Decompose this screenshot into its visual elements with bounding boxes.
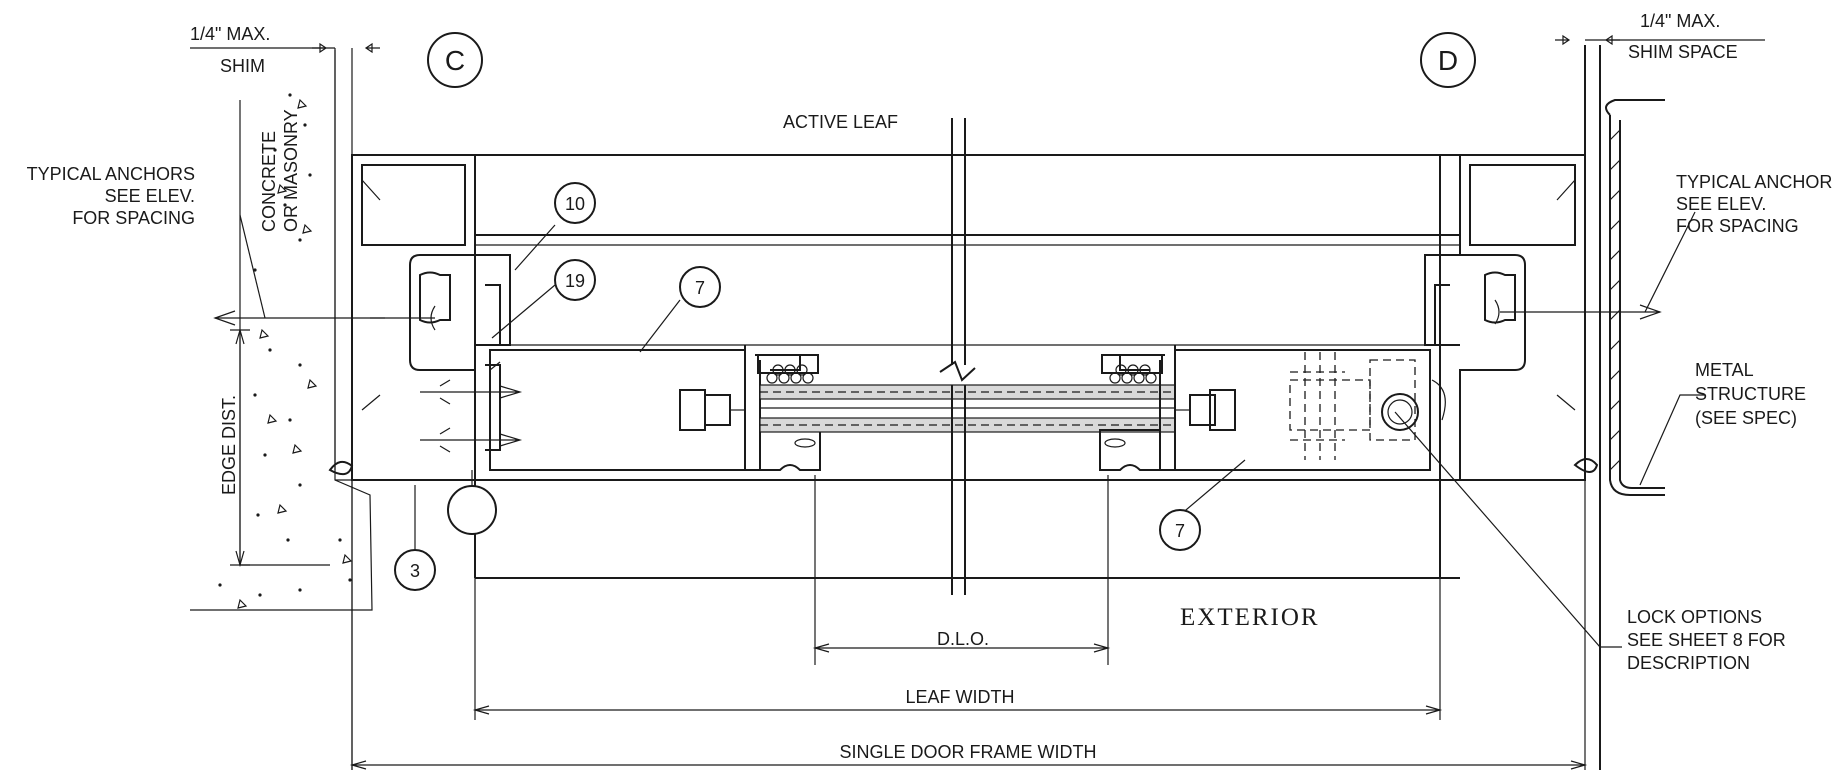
metal-structure-line3: (SEE SPEC)	[1695, 408, 1797, 428]
svg-text:10: 10	[565, 194, 585, 214]
metal-structure	[1584, 45, 1665, 770]
callout-7-bottom: 7	[1159, 509, 1201, 551]
leaf-width-label: LEAF WIDTH	[905, 687, 1014, 707]
anchors-left-line1: TYPICAL ANCHORS	[27, 164, 195, 184]
grid-bubble-d: D	[1420, 32, 1476, 88]
shim-left-label: SHIM	[220, 56, 265, 76]
leader-lines	[239, 211, 1705, 648]
callout-7-top: 7	[679, 266, 721, 308]
lock-options-line1: LOCK OPTIONS	[1627, 607, 1762, 627]
edge-dist-label: EDGE DIST.	[219, 395, 239, 495]
edge-dist-dimension	[230, 327, 250, 568]
callout-19: 19	[554, 259, 596, 301]
lock-options-line3: DESCRIPTION	[1627, 653, 1750, 673]
shim-left-max-label: 1/4" MAX.	[190, 24, 270, 44]
anchors-left-line3: FOR SPACING	[72, 208, 195, 228]
pivot-hinge-circle	[447, 485, 497, 535]
lock-options-line2: SEE SHEET 8 FOR	[1627, 630, 1786, 650]
shim-gap-right	[1555, 34, 1765, 46]
anchors-right-line2: SEE ELEV.	[1676, 194, 1766, 214]
left-stile	[420, 349, 746, 535]
center-break-line	[939, 118, 976, 595]
anchor-left	[213, 305, 436, 331]
metal-structure-line2: STRUCTURE	[1695, 384, 1806, 404]
leaf-width-dimension	[472, 578, 1443, 720]
anchors-right-line3: FOR SPACING	[1676, 216, 1799, 236]
right-frame-jamb	[1424, 154, 1599, 481]
svg-text:D: D	[1438, 45, 1458, 76]
insulated-glass-unit	[759, 364, 1176, 433]
svg-text:7: 7	[695, 278, 705, 298]
door-leaf-body	[474, 154, 1460, 579]
frame-width-label: SINGLE DOOR FRAME WIDTH	[839, 742, 1096, 762]
svg-text:C: C	[445, 45, 465, 76]
dlo-label: D.L.O.	[937, 629, 989, 649]
sealant-bead-left	[328, 460, 354, 476]
masonry-label: OR MASONRY	[281, 109, 301, 232]
anchor-right	[1494, 299, 1662, 325]
shim-right-max-label: 1/4" MAX.	[1640, 11, 1720, 31]
concrete-aggregate	[218, 93, 353, 609]
svg-text:7: 7	[1175, 521, 1185, 541]
exterior-label: EXTERIOR	[1180, 604, 1320, 631]
grid-bubble-c: C	[427, 32, 483, 88]
anchors-right-line1: TYPICAL ANCHOR	[1676, 172, 1832, 192]
active-leaf-label: ACTIVE LEAF	[783, 112, 898, 132]
metal-hatch	[1609, 129, 1621, 471]
frame-width-dimension	[349, 480, 1588, 770]
dlo-dimension	[812, 475, 1111, 665]
glazing-bolt-left	[679, 389, 745, 431]
glazing-gasket-left	[766, 364, 814, 384]
svg-text:3: 3	[410, 561, 420, 581]
glazing-bolt-right	[1175, 389, 1236, 431]
left-glazing-stop	[679, 345, 821, 471]
callout-3: 3	[394, 549, 436, 591]
lock-hardware	[1289, 352, 1446, 460]
shim-right-label: SHIM SPACE	[1628, 42, 1738, 62]
anchors-left-line2: SEE ELEV.	[105, 186, 195, 206]
svg-text:19: 19	[565, 271, 585, 291]
right-lock-stile	[1174, 349, 1446, 471]
callout-10: 10	[554, 182, 596, 224]
concrete-label: CONCRETE	[259, 131, 279, 232]
metal-structure-line1: METAL	[1695, 360, 1754, 380]
